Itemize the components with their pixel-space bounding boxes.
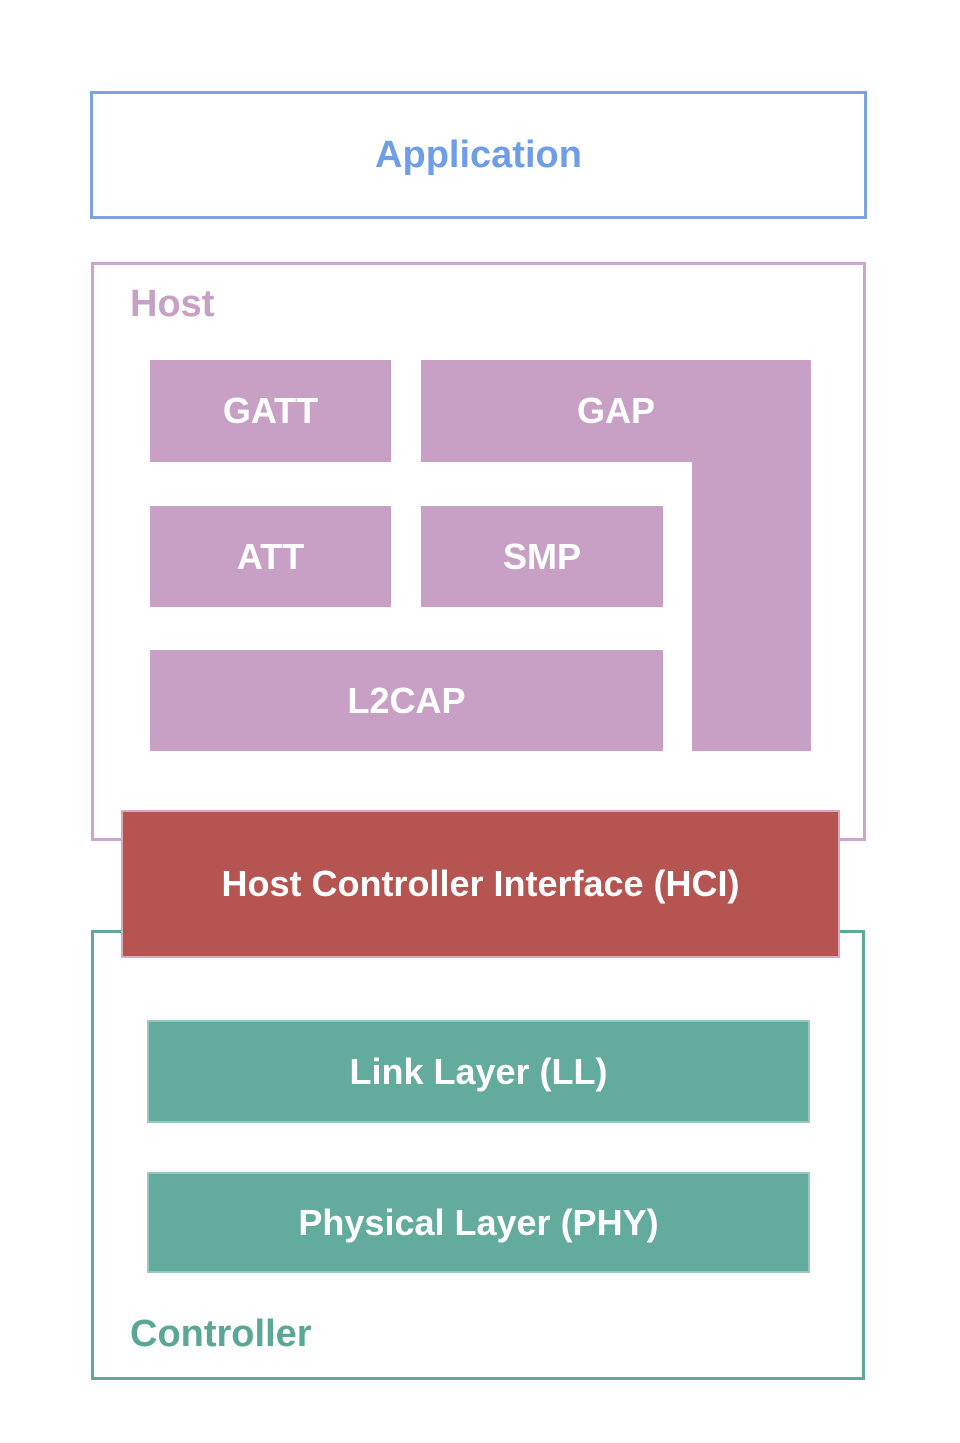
smp-block: SMP <box>421 506 663 607</box>
controller-label: Controller <box>130 1313 312 1355</box>
application-box: Application <box>90 91 867 219</box>
gatt-label: GATT <box>222 390 319 431</box>
physical-layer-label: Physical Layer (PHY) <box>298 1201 659 1243</box>
gatt-block: GATT <box>150 360 391 462</box>
att-label: ATT <box>236 535 305 577</box>
gap-block: GAP <box>421 360 811 751</box>
hci-label: Host Controller Interface (HCI) <box>221 863 740 904</box>
att-block: ATT <box>150 506 391 607</box>
gap-label: GAP <box>576 390 655 431</box>
l2cap-block: L2CAP <box>150 650 663 751</box>
physical-layer-block: Physical Layer (PHY) <box>147 1172 810 1273</box>
host-label: Host <box>130 283 215 325</box>
gap-block-horizontal-arm: GAP <box>421 360 811 462</box>
l2cap-label: L2CAP <box>347 679 466 721</box>
application-label: Application <box>375 133 582 176</box>
hci-block: Host Controller Interface (HCI) <box>121 810 840 958</box>
link-layer-label: Link Layer (LL) <box>349 1050 608 1092</box>
link-layer-block: Link Layer (LL) <box>147 1020 810 1123</box>
smp-label: SMP <box>502 535 581 577</box>
